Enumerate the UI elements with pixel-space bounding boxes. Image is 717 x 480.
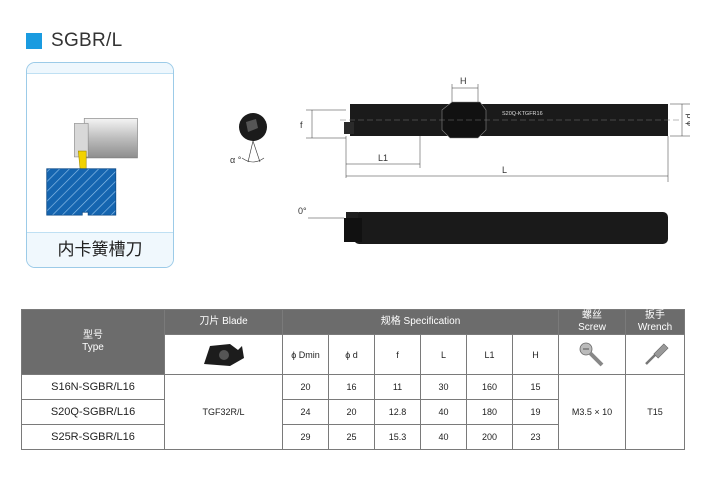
- end-view: α °: [230, 113, 267, 165]
- dim-l-label: L: [502, 165, 507, 175]
- screw-header-cn: 螺丝: [582, 310, 603, 321]
- cell-l1: 160: [466, 374, 513, 400]
- blade-value: TGF32R/L: [164, 374, 283, 450]
- card-top-band: [27, 63, 173, 74]
- spec-table: 型号 Type 刀片 Blade 规格 Specification 螺丝 Scr…: [21, 309, 686, 450]
- col-dmin: ϕ Dmin: [282, 334, 329, 375]
- blade-image-cell: [164, 334, 283, 375]
- type-header-cn: 型号: [83, 330, 103, 341]
- cell-d: 16: [328, 374, 375, 400]
- grooving-illustration: [46, 118, 138, 216]
- cell-dmin: 29: [282, 424, 329, 450]
- title-text: SGBR/L: [51, 30, 123, 51]
- angle-alpha-label: α °: [230, 155, 242, 165]
- cell-l: 30: [420, 374, 467, 400]
- cell-dmin: 24: [282, 399, 329, 425]
- screw-icon: [579, 342, 604, 366]
- dim-phi-d-label: ϕ d: [684, 113, 690, 126]
- page-title: SGBR/L: [26, 30, 123, 52]
- cell-h: 19: [511, 399, 560, 425]
- row-type: S25R-SGBR/L16: [21, 424, 165, 450]
- col-l: L: [420, 334, 467, 375]
- cell-d: 25: [328, 424, 375, 450]
- title-bullet: [26, 33, 42, 49]
- col-h: H: [511, 334, 560, 375]
- col-d: ϕ d: [328, 334, 375, 375]
- col-f: f: [374, 334, 421, 375]
- cell-l1: 200: [466, 424, 513, 450]
- row-type: S16N-SGBR/L16: [21, 374, 165, 400]
- spec-header: 规格 Specification: [281, 309, 560, 335]
- cell-h: 23: [511, 424, 560, 450]
- cell-d: 20: [328, 399, 375, 425]
- screw-header-en: Screw: [578, 322, 606, 333]
- cell-l1: 180: [466, 399, 513, 425]
- dim-l1-label: L1: [378, 153, 388, 163]
- blade-header: 刀片 Blade: [164, 309, 283, 335]
- type-header: 型号 Type: [21, 309, 165, 375]
- table-row: S16N-SGBR/L16 TGF32R/L 20 16 11 30 160 1…: [21, 374, 686, 450]
- cell-f: 11: [374, 374, 421, 400]
- wrench-header-en: Wrench: [637, 322, 673, 333]
- wrench-header-cn: 扳手: [645, 310, 666, 321]
- wrench-header: 扳手 Wrench: [625, 309, 686, 335]
- table-row: S25R-SGBR/L16 29 25 15.3 40 200 23: [21, 424, 685, 450]
- cell-f: 15.3: [374, 424, 421, 450]
- type-header-en: Type: [82, 342, 104, 353]
- row-type: S20Q-SGBR/L16: [21, 399, 165, 425]
- angle-zero-label: 0°: [298, 206, 307, 216]
- cell-l: 40: [420, 399, 467, 425]
- wrench-value: T15: [625, 374, 686, 450]
- blade-insert-icon: [203, 343, 244, 366]
- screw-value: M3.5 × 10: [558, 374, 627, 450]
- cell-l: 40: [420, 424, 467, 450]
- top-view: S20Q-KTGFR16 H ϕ d f L1 L: [300, 76, 690, 182]
- wrench-icon: [645, 343, 669, 365]
- side-view: 0°: [298, 206, 668, 244]
- wrench-image-cell: [625, 334, 686, 375]
- col-l1: L1: [466, 334, 513, 375]
- cell-f: 12.8: [374, 399, 421, 425]
- screw-image-cell: [558, 334, 627, 375]
- shank-marking: S20Q-KTGFR16: [502, 111, 543, 117]
- cell-dmin: 20: [282, 374, 329, 400]
- tool-drawing: α ° S20Q-KTGFR16 H ϕ d f L1 L: [230, 76, 690, 244]
- table-row: S20Q-SGBR/L16 24 20 12.8 40 180 19: [21, 399, 685, 425]
- card-caption: 内卡簧槽刀: [27, 232, 173, 267]
- dim-h-label: H: [460, 76, 467, 86]
- dim-f-label: f: [300, 120, 303, 130]
- product-card: 内卡簧槽刀: [26, 62, 174, 268]
- screw-header: 螺丝 Screw: [558, 309, 627, 335]
- cell-h: 15: [511, 374, 560, 400]
